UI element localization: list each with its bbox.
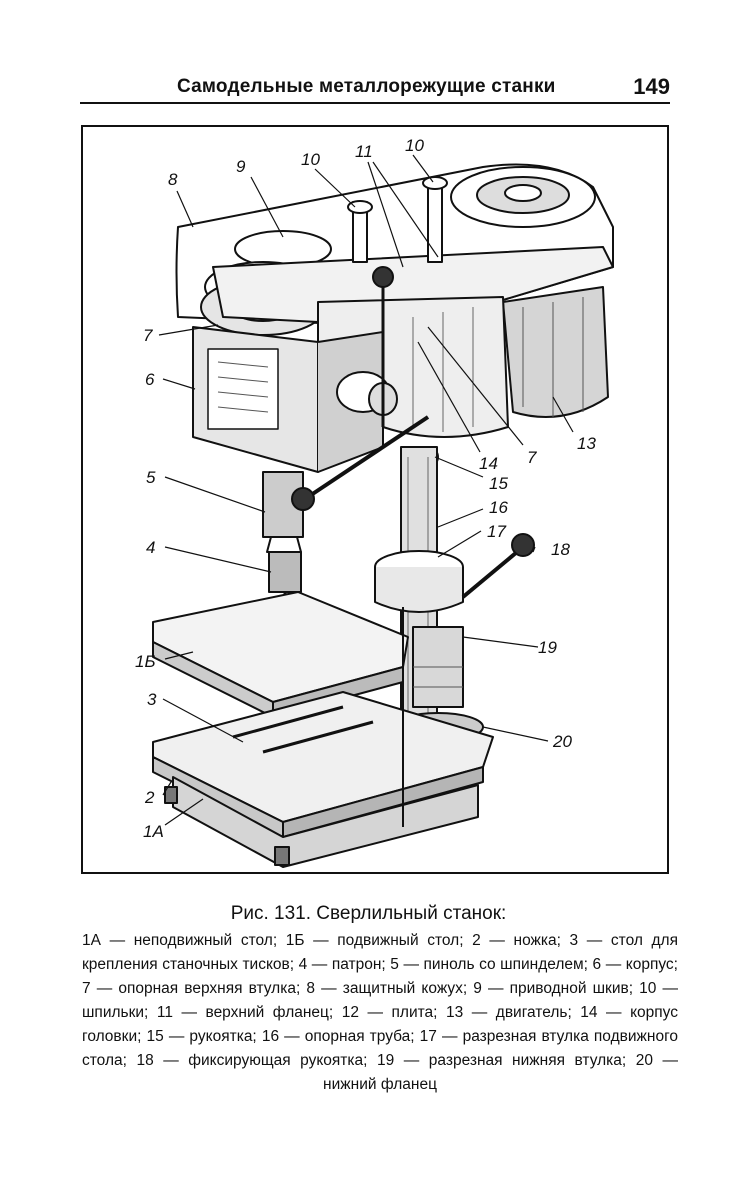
drill-press-drawing: 8 9 10 11 10 7 6 5 4 1Б 3 2 1А 13 14 7 1… bbox=[135, 136, 614, 868]
callout-17: 17 bbox=[487, 522, 506, 541]
header-title: Самодельные металлорежущие станки bbox=[177, 76, 556, 97]
callout-1a: 1А bbox=[143, 822, 164, 841]
callout-7a: 7 bbox=[143, 326, 153, 345]
callout-15: 15 bbox=[489, 474, 508, 493]
callout-5: 5 bbox=[146, 468, 156, 487]
callout-20: 20 bbox=[552, 732, 572, 751]
callout-4: 4 bbox=[146, 538, 155, 557]
figure-caption-legend: 1А — неподвижный стол; 1Б — подвижный ст… bbox=[82, 932, 678, 1093]
callout-16: 16 bbox=[489, 498, 508, 517]
motor bbox=[502, 286, 609, 418]
callout-7b: 7 bbox=[527, 448, 537, 467]
callout-13: 13 bbox=[577, 434, 596, 453]
header-rule bbox=[80, 102, 670, 104]
figure-frame: 8 9 10 11 10 7 6 5 4 1Б 3 2 1А 13 14 7 1… bbox=[81, 125, 669, 874]
callout-11: 11 bbox=[355, 142, 373, 161]
callout-8: 8 bbox=[168, 170, 178, 189]
callout-1b: 1Б bbox=[135, 652, 156, 671]
callout-2: 2 bbox=[144, 788, 155, 807]
figure-caption-title: Рис. 131. Сверлильный станок: bbox=[230, 903, 507, 924]
callout-10a: 10 bbox=[301, 150, 320, 169]
chuck bbox=[268, 551, 302, 593]
callout-3: 3 bbox=[147, 690, 157, 709]
page-number: 149 bbox=[633, 74, 670, 99]
fixed-table bbox=[172, 776, 479, 868]
callout-10b: 10 bbox=[405, 136, 424, 155]
callout-19: 19 bbox=[538, 638, 557, 657]
callout-14: 14 bbox=[479, 454, 498, 473]
callout-9: 9 bbox=[236, 157, 246, 176]
running-header: Самодельные металлорежущие станки 149 bbox=[80, 70, 670, 104]
callout-6: 6 bbox=[145, 370, 155, 389]
callout-18: 18 bbox=[551, 540, 570, 559]
